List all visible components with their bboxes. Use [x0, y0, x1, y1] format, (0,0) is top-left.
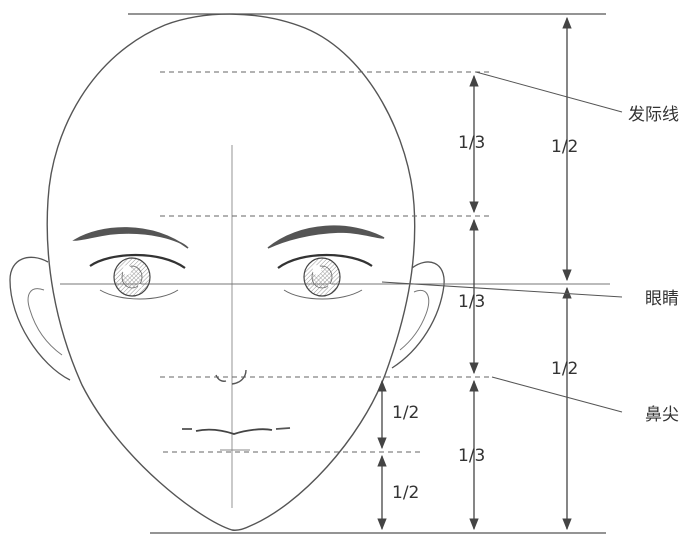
- right-eyebrow: [268, 226, 384, 248]
- nose-tip-leader: [492, 377, 622, 412]
- label-nose-to-mouth: 1/2: [392, 403, 419, 423]
- head-outline: [47, 14, 415, 530]
- left-eyebrow: [75, 228, 188, 248]
- label-nose-tip: 鼻尖: [645, 405, 679, 425]
- label-eyes: 眼睛: [645, 289, 679, 309]
- label-lower-third: 1/3: [458, 446, 485, 466]
- left-ear: [10, 257, 70, 380]
- label-upper-half: 1/2: [551, 137, 578, 157]
- label-mouth-to-chin: 1/2: [392, 483, 419, 503]
- left-eye: [90, 255, 185, 299]
- right-ear: [392, 262, 444, 368]
- label-middle-third: 1/3: [458, 292, 485, 312]
- right-ear-inner: [400, 290, 429, 350]
- label-upper-third: 1/3: [458, 133, 485, 153]
- mouth: [182, 428, 290, 450]
- label-hairline: 发际线: [628, 105, 679, 125]
- hairline-leader: [476, 72, 622, 112]
- label-lower-half: 1/2: [551, 359, 578, 379]
- right-eye: [278, 255, 372, 299]
